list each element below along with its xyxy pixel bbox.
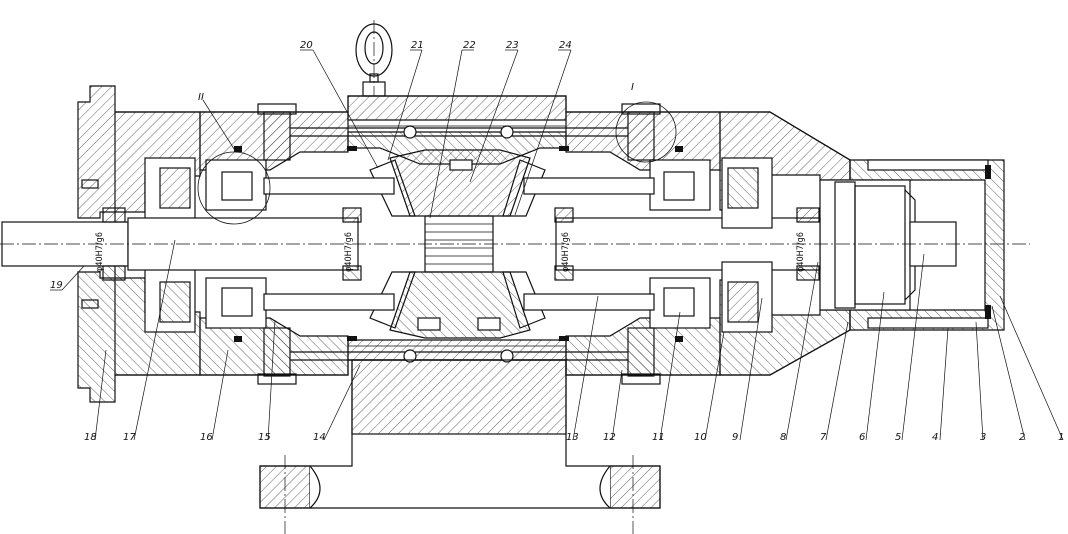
part-label-11: 11 (652, 432, 665, 443)
part-label-19: 19 (50, 280, 63, 291)
part-label-13: 13 (566, 432, 579, 443)
taper-bearings (369, 159, 546, 329)
svg-text:φ40H7/g6: φ40H7/g6 (344, 232, 354, 272)
part-label-12: 12 (603, 432, 616, 443)
svg-text:φ40H7/g6: φ40H7/g6 (561, 232, 571, 272)
part-label-10: 10 (694, 432, 707, 443)
part-label-24: 24 (559, 40, 572, 51)
fit-dimension-3: φ40H7/g6 (561, 232, 571, 272)
part-label-21: 21 (411, 40, 424, 51)
right-bearing-cups (721, 157, 773, 333)
part-label-1: 1 (1058, 432, 1064, 443)
detail-mark-right: I (631, 82, 634, 93)
part-label-22: 22 (463, 40, 476, 51)
part-label-5: 5 (895, 432, 901, 443)
part-label-15: 15 (258, 432, 271, 443)
shaft-bushings (102, 207, 820, 281)
part-label-2: 2 (1019, 432, 1025, 443)
part-label-17: 17 (123, 432, 136, 443)
part-label-3: 3 (980, 432, 986, 443)
detail-circle-left (197, 151, 271, 225)
part-label-14: 14 (313, 432, 326, 443)
part-label-9: 9 (732, 432, 738, 443)
fit-dimension-1: φ40H7/g6 (95, 232, 105, 272)
part-label-4: 4 (932, 432, 938, 443)
svg-text:φ40H7/g6: φ40H7/g6 (796, 232, 806, 272)
spring-clusters (205, 103, 711, 385)
svg-text:φ40H7/g6: φ40H7/g6 (95, 232, 105, 272)
part-label-8: 8 (780, 432, 786, 443)
bottom-callouts (94, 239, 1064, 441)
part-label-16: 16 (200, 432, 213, 443)
detail-circle-right (615, 101, 677, 163)
left-end-cover (77, 85, 201, 403)
part-label-6: 6 (859, 432, 865, 443)
top-callouts (300, 49, 572, 219)
fit-dimension-2: φ40H7/g6 (344, 232, 354, 272)
part-label-20: 20 (300, 40, 313, 51)
right-cylinder-assembly (819, 159, 1005, 331)
mounting-base (259, 359, 661, 534)
detail-mark-left: II (198, 92, 204, 103)
part-label-23: 23 (506, 40, 519, 51)
seals (234, 146, 683, 342)
fit-dimension-4: φ40H7/g6 (796, 232, 806, 272)
part-label-18: 18 (84, 432, 97, 443)
part-label-7: 7 (820, 432, 827, 443)
